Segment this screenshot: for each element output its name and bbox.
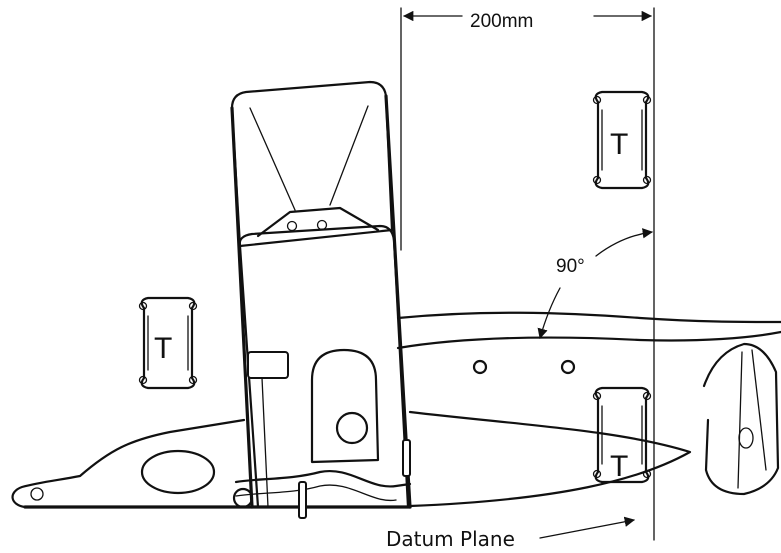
bracket-window bbox=[310, 348, 380, 464]
bracket-gusset bbox=[256, 206, 380, 238]
bracket-brace-right bbox=[329, 105, 369, 206]
rail-hole-2 bbox=[560, 359, 576, 375]
bracket-clip bbox=[298, 481, 307, 519]
rail-hole-1 bbox=[472, 359, 488, 375]
target-letter: T bbox=[610, 128, 628, 161]
angle-annotation: 90° bbox=[537, 228, 654, 339]
hook-outline bbox=[702, 342, 780, 496]
rail-upper-flange bbox=[396, 330, 781, 350]
rail-lower-curve bbox=[408, 410, 692, 508]
target-marker-bottom-right: T bbox=[592, 386, 652, 484]
rail-end-hole bbox=[30, 487, 44, 501]
target-letter: T bbox=[610, 450, 628, 483]
target-marker-left: T bbox=[138, 296, 198, 390]
rail-top-edge bbox=[396, 311, 781, 324]
upright-bracket bbox=[230, 80, 412, 519]
angle-arc bbox=[595, 228, 654, 257]
angle-label: 90° bbox=[556, 256, 585, 277]
hook-bracket bbox=[702, 342, 780, 496]
hook-rib-1 bbox=[737, 351, 743, 489]
datum-plane-label: Datum Plane bbox=[386, 527, 515, 551]
gusset-hole-1 bbox=[286, 220, 298, 232]
bracket-cable-lower bbox=[235, 484, 397, 502]
target-letter: T bbox=[154, 332, 172, 365]
dimension-200mm: 200mm bbox=[402, 10, 653, 32]
bracket-tab-stem bbox=[261, 377, 269, 508]
angle-leader bbox=[537, 287, 561, 339]
dimension-label: 200mm bbox=[470, 11, 533, 32]
bracket-center-hole bbox=[335, 411, 369, 445]
reference-lines bbox=[400, 7, 655, 541]
target-marker-top-right: T bbox=[592, 90, 652, 190]
datum-plane-annotation: Datum Plane bbox=[386, 516, 636, 551]
bracket-left-leg bbox=[230, 106, 254, 509]
bracket-brace-left bbox=[249, 107, 296, 211]
bracket-cable bbox=[234, 469, 412, 488]
hook-hole bbox=[738, 427, 754, 449]
bracket-right-leg bbox=[384, 94, 412, 509]
bracket-clamp bbox=[232, 487, 254, 509]
frame-rail bbox=[11, 311, 781, 509]
datum-plane-arrow bbox=[539, 516, 636, 539]
rail-left-end bbox=[11, 418, 246, 509]
gusset-hole-2 bbox=[316, 219, 328, 231]
bracket-clip-right bbox=[402, 439, 411, 477]
rail-oval-cutout bbox=[140, 449, 216, 495]
hook-rib-2 bbox=[751, 349, 767, 471]
bracket-side-tab bbox=[247, 351, 289, 379]
